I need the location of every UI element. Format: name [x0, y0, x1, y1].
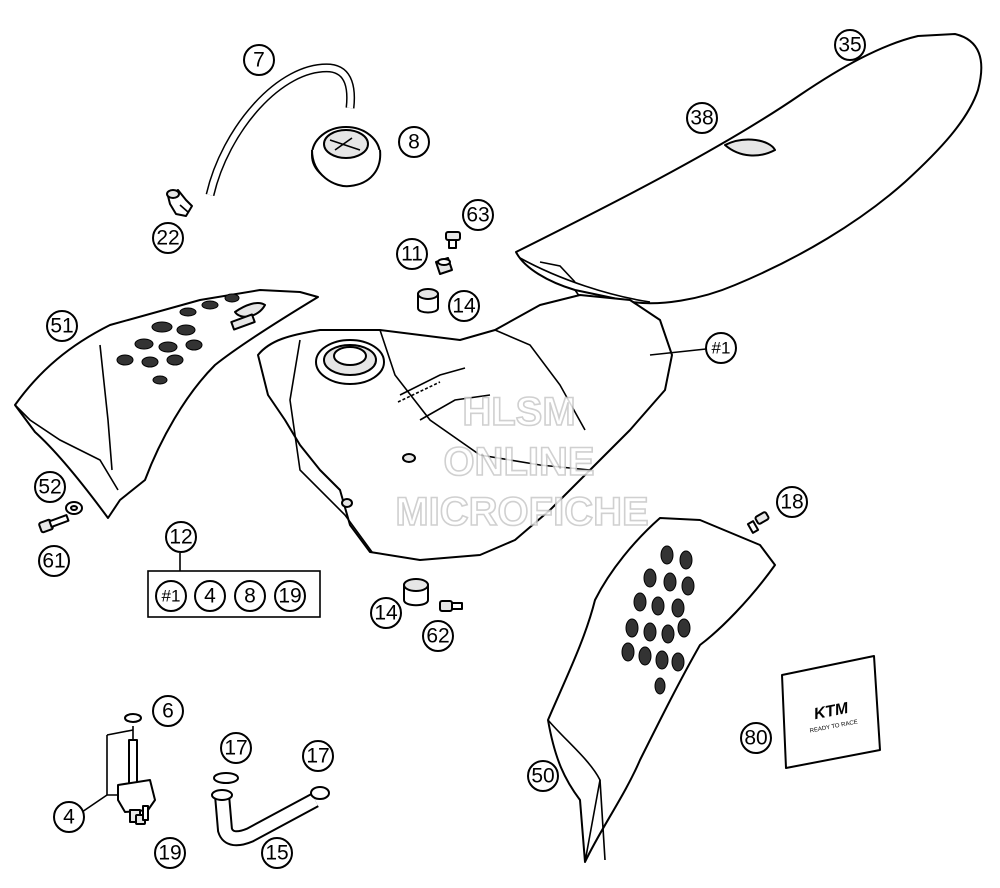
bolt-63-part	[445, 231, 461, 249]
callout-6: 6	[152, 695, 184, 727]
svg-text:6: 6	[162, 700, 174, 723]
callout-4: 4	[53, 801, 85, 833]
fuel-tank-part	[257, 294, 673, 561]
svg-text:22: 22	[156, 227, 179, 250]
callout-22: 22	[152, 222, 184, 254]
svg-text:14: 14	[374, 602, 398, 625]
svg-text:50: 50	[531, 765, 554, 788]
washer-52-part	[65, 501, 83, 515]
hose-clamp-17a-part	[213, 772, 239, 784]
callout-35: 35	[834, 29, 866, 61]
callout-15: 15	[261, 837, 293, 869]
rubber-spacer-14a-part	[417, 288, 439, 314]
watermark-line-2: ONLINE	[443, 440, 594, 484]
callout-18: 18	[776, 486, 808, 518]
leader-lines	[81, 348, 707, 813]
svg-text:51: 51	[50, 315, 73, 338]
callout-11: 11	[396, 238, 428, 270]
svg-text:35: 35	[838, 34, 861, 57]
svg-text:19: 19	[278, 585, 301, 608]
watermark: HLSM ONLINE MICROFICHE	[395, 389, 650, 535]
callout-63: 63	[462, 199, 494, 231]
svg-text:4: 4	[63, 806, 75, 829]
svg-text:17: 17	[306, 745, 329, 768]
svg-text:#1: #1	[162, 587, 181, 606]
decal-part: KTM READY TO RACE	[781, 655, 881, 769]
hose-clamp-17b-part	[310, 786, 330, 800]
callout-19: 19	[154, 837, 186, 869]
kit-item-3: 8	[234, 580, 266, 612]
callout-12: 12	[165, 521, 197, 553]
svg-text:38: 38	[690, 107, 713, 130]
svg-text:4: 4	[204, 585, 216, 608]
callout-1: #1	[705, 332, 737, 364]
svg-text:61: 61	[42, 550, 65, 573]
bolt-62-part	[439, 600, 463, 612]
bolt-18-part	[746, 511, 770, 534]
callout-51: 51	[46, 310, 78, 342]
callout-38: 38	[686, 102, 718, 134]
nut-11-part	[435, 257, 453, 275]
fuel-hose-part	[211, 789, 319, 847]
left-spoiler-part	[14, 289, 319, 519]
svg-text:#1: #1	[712, 339, 731, 358]
svg-text:12: 12	[169, 526, 192, 549]
decal-logo: KTM	[813, 700, 851, 723]
callout-17a: 17	[220, 732, 252, 764]
kit-item-4: 19	[274, 580, 306, 612]
fuel-cap-part	[311, 126, 382, 188]
svg-text:15: 15	[265, 842, 288, 865]
callout-17b: 17	[302, 740, 334, 772]
rubber-spacer-14b-part	[403, 578, 429, 607]
svg-text:62: 62	[426, 625, 449, 648]
svg-text:17: 17	[224, 737, 247, 760]
callout-7: 7	[243, 44, 275, 76]
kit-item-1: #1	[155, 580, 187, 612]
hose-fitting-part	[166, 189, 193, 217]
svg-text:8: 8	[408, 131, 420, 154]
callout-8: 8	[398, 126, 430, 158]
svg-text:7: 7	[253, 49, 265, 72]
fuel-tap-part	[106, 713, 156, 825]
callout-14a: 14	[448, 290, 480, 322]
svg-text:14: 14	[452, 295, 476, 318]
callout-62: 62	[422, 620, 454, 652]
callout-52: 52	[34, 471, 66, 503]
svg-text:19: 19	[158, 842, 181, 865]
callout-50: 50	[527, 760, 559, 792]
kit-item-2: 4	[194, 580, 226, 612]
callout-14b: 14	[370, 597, 402, 629]
svg-text:8: 8	[244, 585, 256, 608]
svg-text:63: 63	[466, 204, 489, 227]
svg-text:80: 80	[744, 727, 767, 750]
callout-61: 61	[38, 545, 70, 577]
svg-text:18: 18	[780, 491, 803, 514]
watermark-line-3: MICROFICHE	[395, 490, 648, 534]
watermark-line-1: HLSM	[462, 390, 575, 434]
callout-80: 80	[740, 722, 772, 754]
seat-part	[515, 33, 983, 305]
vent-hose-part	[205, 63, 356, 197]
svg-text:11: 11	[401, 243, 423, 266]
screw-61-part	[38, 514, 70, 534]
svg-text:52: 52	[38, 476, 61, 499]
right-spoiler-part	[547, 517, 776, 863]
